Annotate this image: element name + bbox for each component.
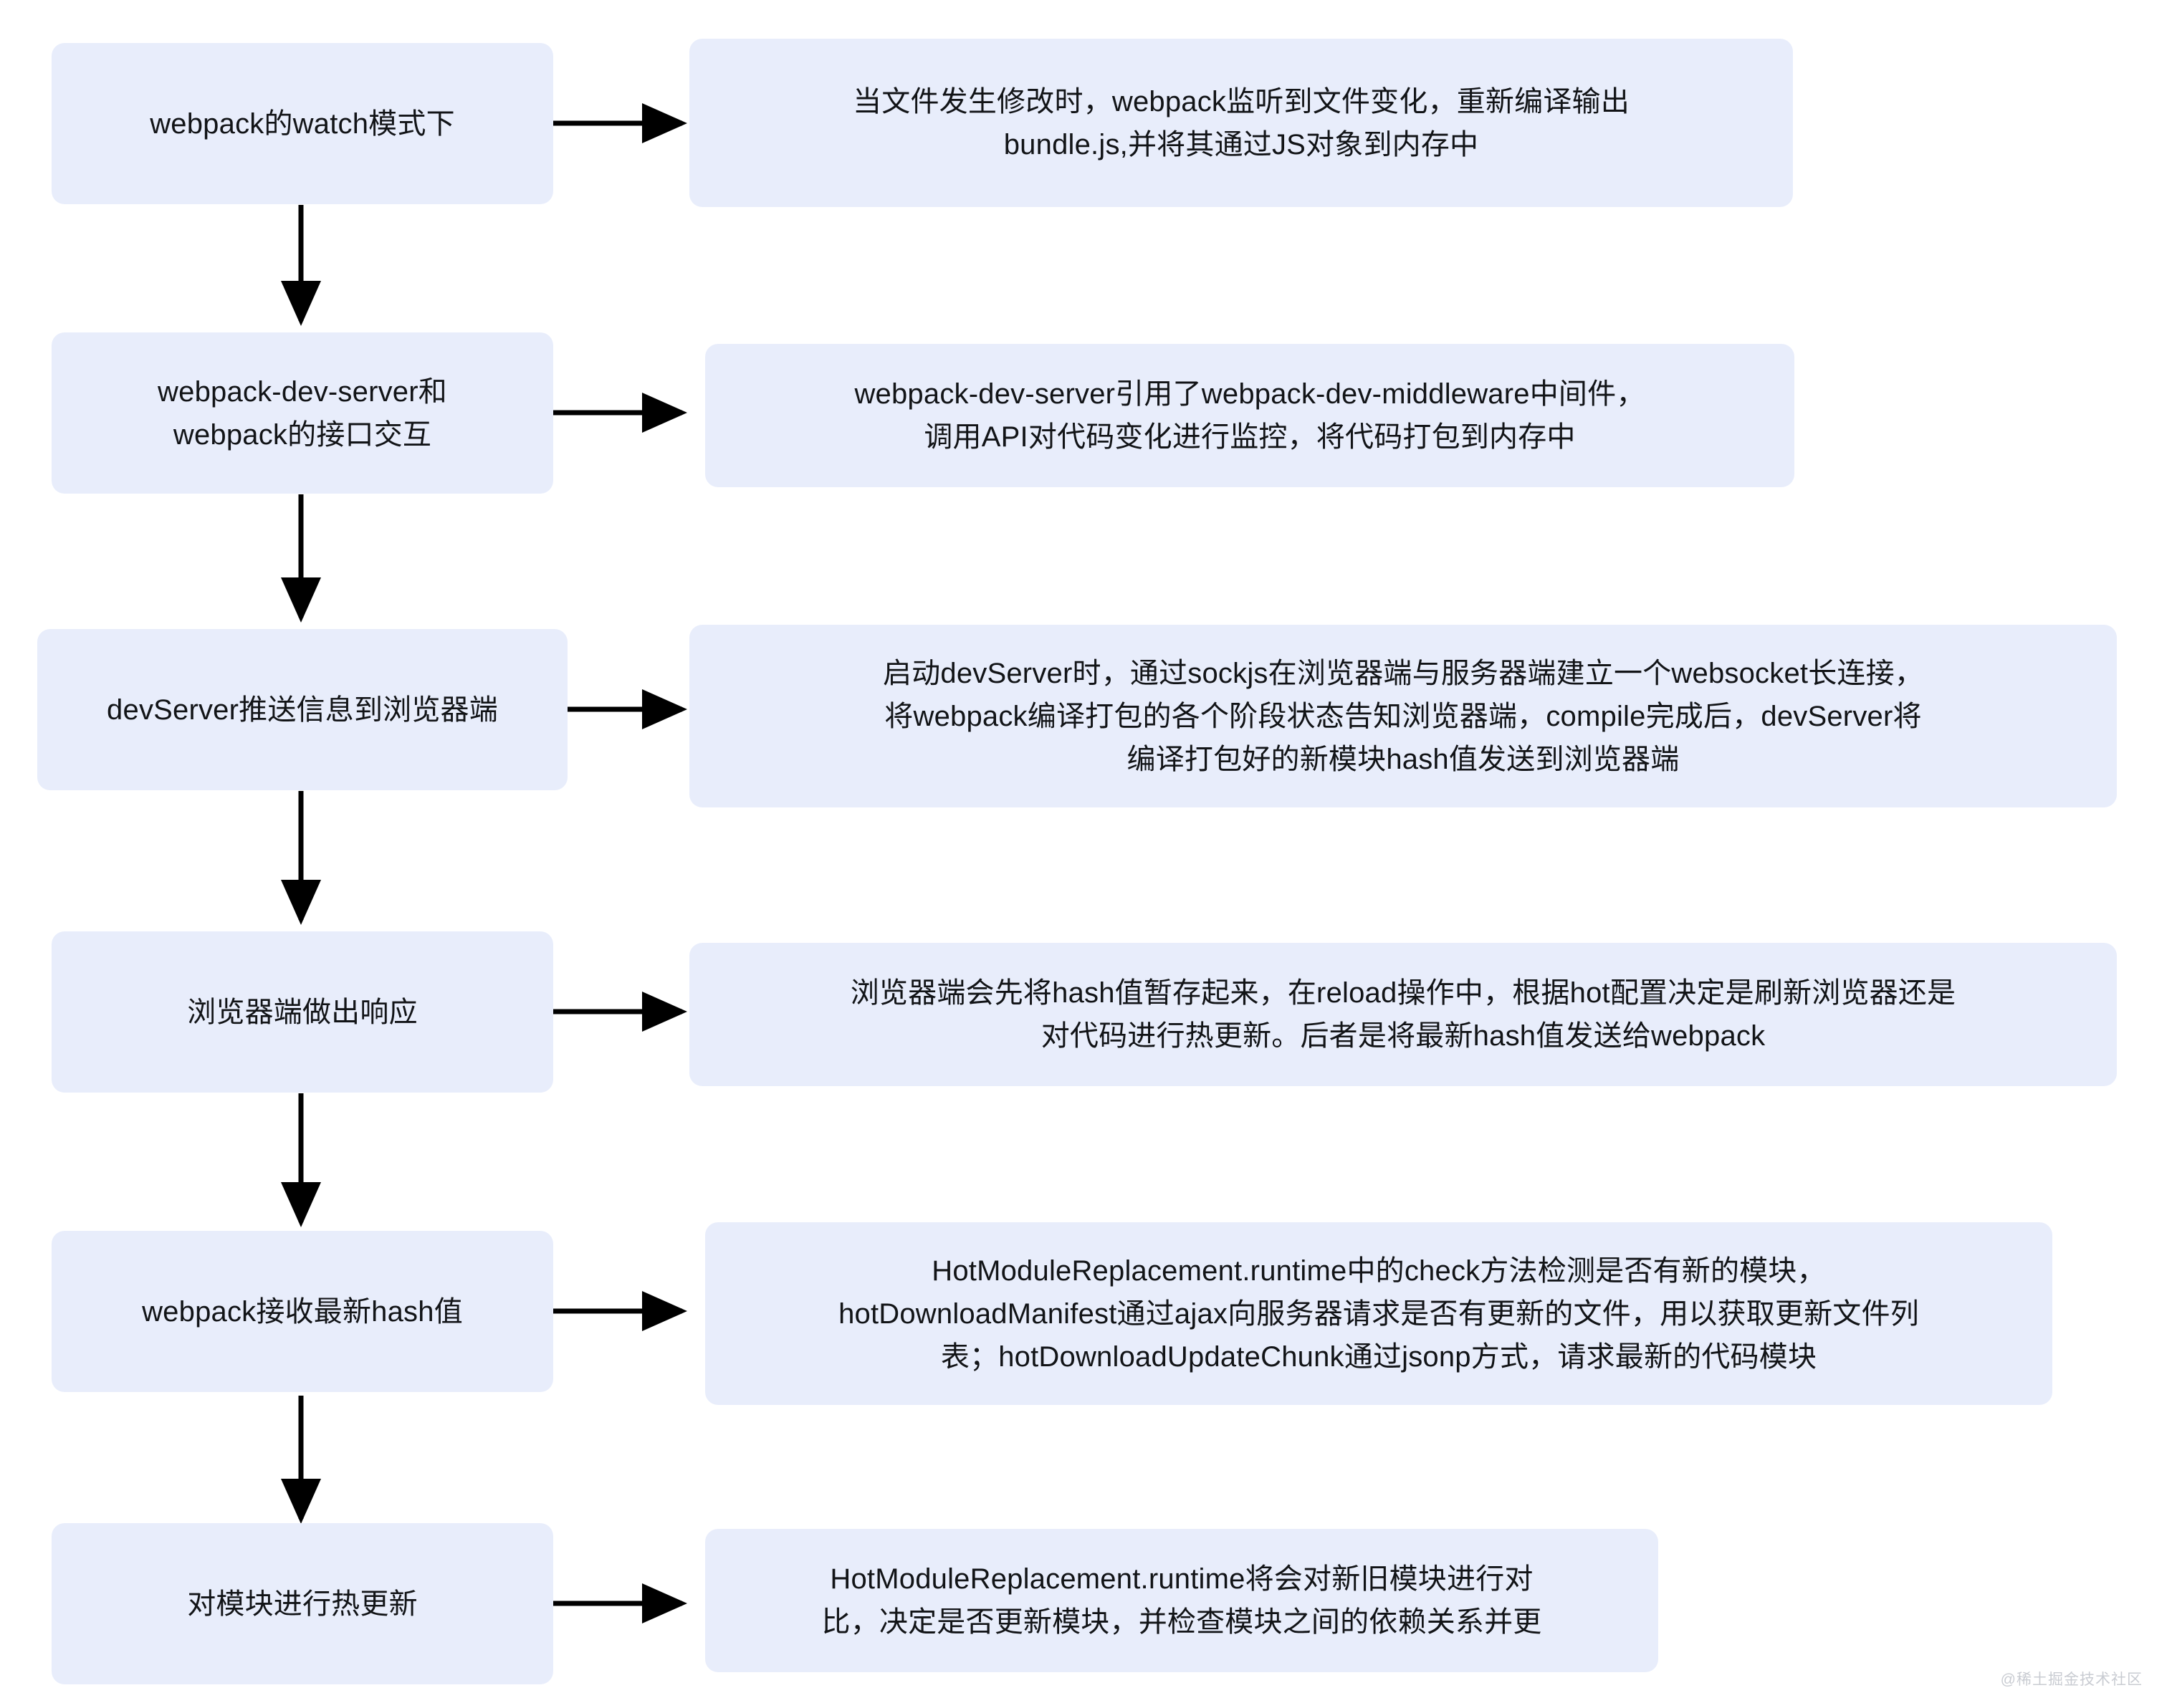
flow-node-step5[interactable]: webpack接收最新hash值 xyxy=(52,1231,553,1392)
flow-node-step4[interactable]: 浏览器端做出响应 xyxy=(52,931,553,1093)
flow-node-detail2[interactable]: webpack-dev-server引用了webpack-dev-middlew… xyxy=(705,344,1794,487)
flow-node-detail2-text: webpack-dev-server引用了webpack-dev-middlew… xyxy=(854,378,1645,453)
flow-node-step3[interactable]: devServer推送信息到浏览器端 xyxy=(37,629,568,790)
flow-node-detail5-text: HotModuleReplacement.runtime中的check方法检测是… xyxy=(838,1254,1919,1373)
flow-node-step5-label: webpack接收最新hash值 xyxy=(142,1295,463,1328)
flow-node-detail1-text: 当文件发生修改时，webpack监听到文件变化，重新编译输出 bundle.js… xyxy=(853,85,1630,160)
flow-node-detail1[interactable]: 当文件发生修改时，webpack监听到文件变化，重新编译输出 bundle.js… xyxy=(689,39,1793,207)
flow-node-detail4[interactable]: 浏览器端会先将hash值暂存起来，在reload操作中，根据hot配置决定是刷新… xyxy=(689,943,2117,1086)
flow-node-step1[interactable]: webpack的watch模式下 xyxy=(52,43,553,204)
flow-node-step4-label: 浏览器端做出响应 xyxy=(187,996,418,1028)
flow-node-detail6[interactable]: HotModuleReplacement.runtime将会对新旧模块进行对 比… xyxy=(705,1529,1658,1672)
watermark: @稀土掘金技术社区 xyxy=(2000,1671,2143,1688)
flow-node-step6[interactable]: 对模块进行热更新 xyxy=(52,1523,553,1684)
flow-node-detail6-text: HotModuleReplacement.runtime将会对新旧模块进行对 比… xyxy=(821,1563,1542,1638)
flow-node-step3-label: devServer推送信息到浏览器端 xyxy=(107,694,498,726)
flow-node-detail3-text: 启动devServer时，通过sockjs在浏览器端与服务器端建立一个webso… xyxy=(882,657,1924,775)
flow-node-step2[interactable]: webpack-dev-server和 webpack的接口交互 xyxy=(52,332,553,494)
flow-node-detail5[interactable]: HotModuleReplacement.runtime中的check方法检测是… xyxy=(705,1222,2052,1405)
flow-node-step1-label: webpack的watch模式下 xyxy=(150,107,455,140)
flow-node-detail4-text: 浏览器端会先将hash值暂存起来，在reload操作中，根据hot配置决定是刷新… xyxy=(850,977,1956,1052)
flow-node-step2-label: webpack-dev-server和 webpack的接口交互 xyxy=(158,375,447,451)
flow-node-detail3[interactable]: 启动devServer时，通过sockjs在浏览器端与服务器端建立一个webso… xyxy=(689,625,2117,807)
flow-node-step6-label: 对模块进行热更新 xyxy=(187,1588,418,1620)
